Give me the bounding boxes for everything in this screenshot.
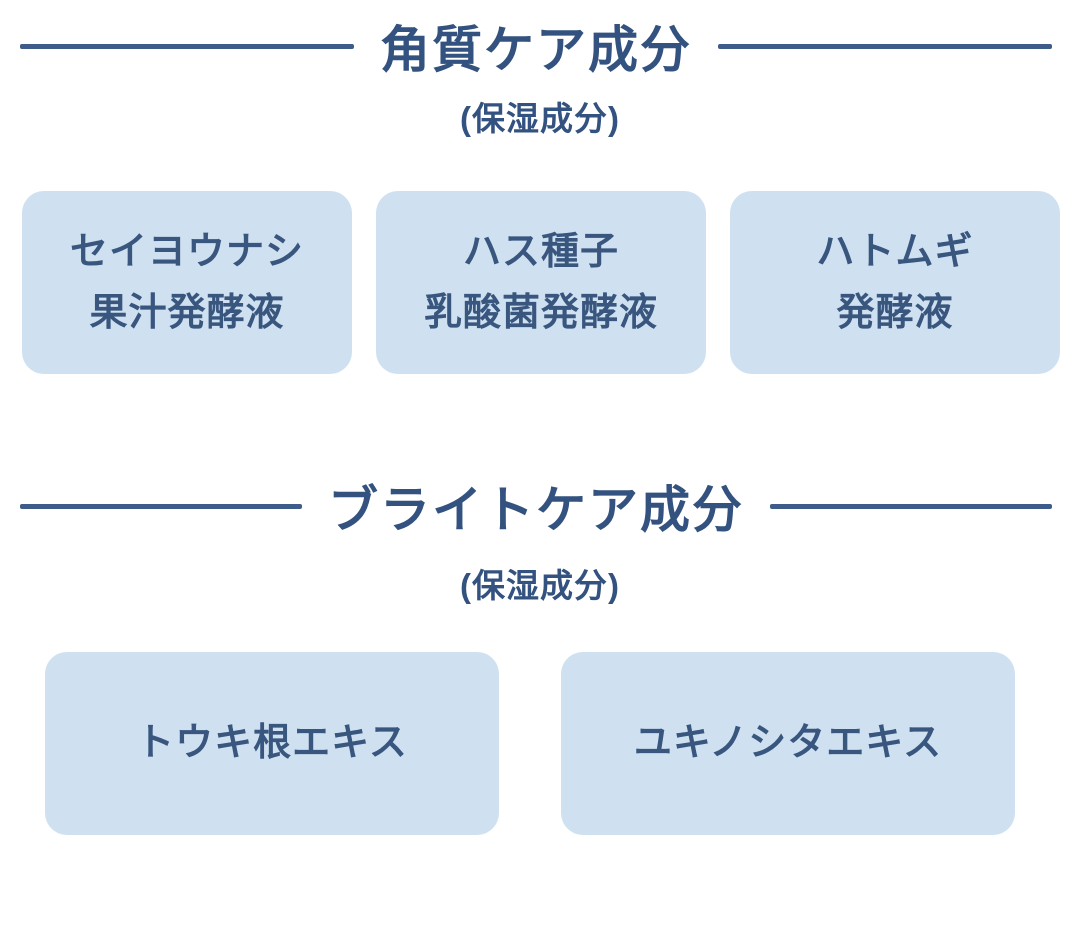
ingredient-box-row: セイヨウナシ 果汁発酵液 ハス種子 乳酸菌発酵液 ハトムギ 発酵液 bbox=[22, 191, 1060, 374]
section-title: ブライトケア成分 bbox=[328, 482, 744, 538]
ingredient-name-line: セイヨウナシ bbox=[69, 231, 304, 274]
section-title: 角質ケア成分 bbox=[380, 22, 692, 78]
ingredient-name-line: 発酵液 bbox=[836, 291, 954, 334]
ingredient-box-pear-ferment: セイヨウナシ 果汁発酵液 bbox=[22, 191, 352, 374]
ingredient-box-lotus-ferment: ハス種子 乳酸菌発酵液 bbox=[376, 191, 706, 374]
section-title-row: 角質ケア成分 bbox=[20, 14, 1052, 78]
ingredient-box-hatomugi-ferment: ハトムギ 発酵液 bbox=[730, 191, 1060, 374]
ingredient-box-row: トウキ根エキス ユキノシタエキス bbox=[45, 652, 1015, 835]
ingredient-box-yukinoshita-extract: ユキノシタエキス bbox=[561, 652, 1015, 835]
section-subtitle: (保湿成分) bbox=[460, 100, 620, 137]
ingredient-name-line: 乳酸菌発酵液 bbox=[423, 291, 658, 334]
section-subtitle: (保湿成分) bbox=[460, 567, 620, 604]
ingredient-name-line: ハス種子 bbox=[462, 231, 619, 274]
ingredient-name-line: 果汁発酵液 bbox=[89, 291, 285, 334]
ingredient-name-line: ユキノシタエキス bbox=[633, 722, 943, 765]
section-title-row: ブライトケア成分 bbox=[20, 474, 1052, 538]
ingredient-name-line: ハトムギ bbox=[816, 231, 974, 274]
title-divider-left-line bbox=[20, 503, 302, 509]
title-divider-right-line bbox=[770, 503, 1052, 509]
ingredient-name-line: トウキ根エキス bbox=[136, 722, 408, 765]
title-divider-left-line bbox=[20, 43, 354, 49]
ingredient-box-touki-root-extract: トウキ根エキス bbox=[45, 652, 499, 835]
title-divider-right-line bbox=[718, 43, 1052, 49]
